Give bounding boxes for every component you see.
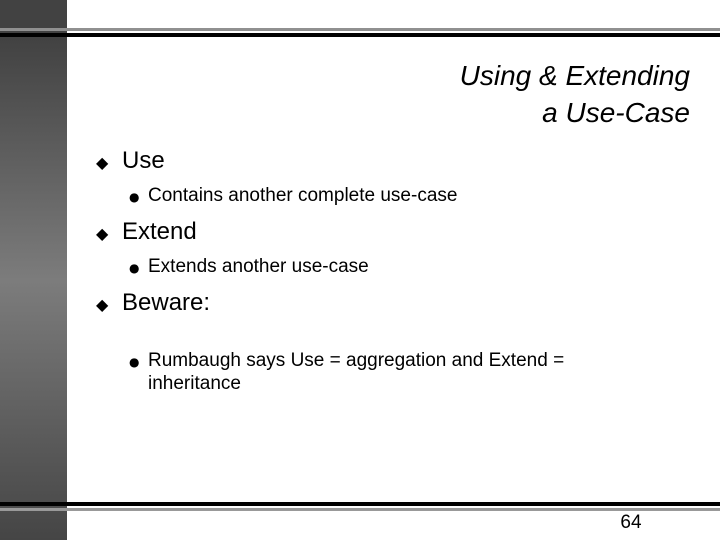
- bullet-item-beware: ◆ Beware:: [96, 289, 596, 318]
- diamond-bullet-icon: ◆: [96, 153, 109, 172]
- sub-bullet-rumbaugh: ● Rumbaugh says Use = aggregation and Ex…: [129, 349, 596, 395]
- top-black-rule: [0, 33, 720, 37]
- diamond-bullet-icon: ◆: [96, 224, 109, 243]
- circle-bullet-icon: ●: [129, 190, 140, 204]
- bottom-black-rule: [0, 502, 720, 506]
- slide-title-line1: Using & Extending: [459, 60, 690, 91]
- slide-title-line2: a Use-Case: [542, 97, 690, 128]
- sub-bullet-text: Contains another complete use-case: [148, 185, 458, 206]
- top-gray-rule: [0, 28, 720, 31]
- sub-bullet-contains: ● Contains another complete use-case: [129, 184, 596, 209]
- slide-body: ◆ Use ● Contains another complete use-ca…: [96, 147, 596, 395]
- sub-bullet-text: Rumbaugh says Use = aggregation and Exte…: [148, 350, 565, 394]
- bottom-gray-rule: [0, 508, 720, 511]
- page-number: 64: [620, 512, 642, 533]
- diamond-bullet-icon: ◆: [96, 295, 109, 314]
- circle-bullet-icon: ●: [129, 355, 140, 369]
- slide-title: Using & Extending a Use-Case: [460, 57, 690, 131]
- bullet-item-extend: ◆ Extend: [96, 218, 596, 247]
- bullet-item-use: ◆ Use: [96, 147, 596, 176]
- circle-bullet-icon: ●: [129, 261, 140, 275]
- sub-bullet-extends: ● Extends another use-case: [129, 255, 596, 280]
- bullet-text: Use: [122, 147, 165, 174]
- left-gradient-bar: [0, 0, 67, 540]
- bullet-text: Beware:: [122, 289, 211, 316]
- sub-bullet-text: Extends another use-case: [148, 256, 369, 277]
- bullet-text: Extend: [122, 218, 197, 245]
